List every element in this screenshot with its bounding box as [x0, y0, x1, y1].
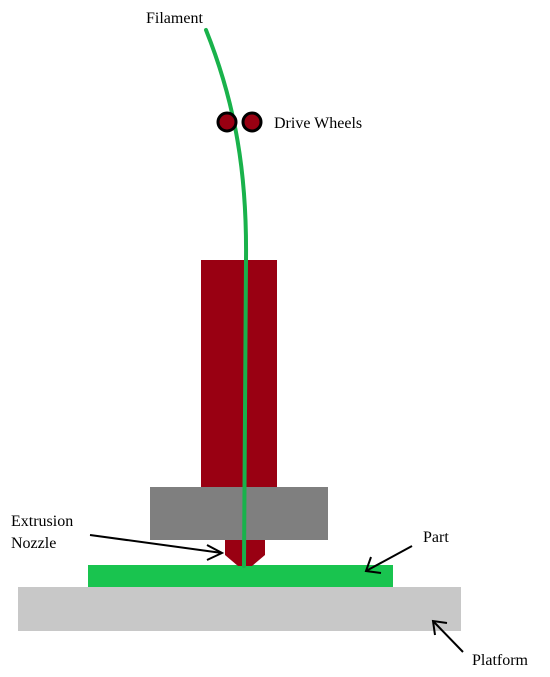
label-nozzle: Nozzle: [11, 535, 56, 552]
hot-end-barrel: [201, 260, 277, 488]
drive-wheel-left: [216, 111, 238, 133]
platform: [18, 587, 461, 631]
label-platform: Platform: [472, 652, 529, 669]
label-extrusion: Extrusion: [11, 513, 73, 530]
nozzle-arrow: [89, 534, 225, 561]
heater-block: [150, 487, 328, 540]
part-arrow: [364, 545, 413, 574]
label-filament: Filament: [146, 10, 203, 27]
filament-strand: [204, 28, 249, 568]
label-part: Part: [423, 529, 449, 546]
label-drive-wheels: Drive Wheels: [274, 115, 362, 132]
part: [88, 565, 393, 587]
drive-wheel-right: [241, 111, 263, 133]
platform-arrow: [431, 619, 464, 653]
